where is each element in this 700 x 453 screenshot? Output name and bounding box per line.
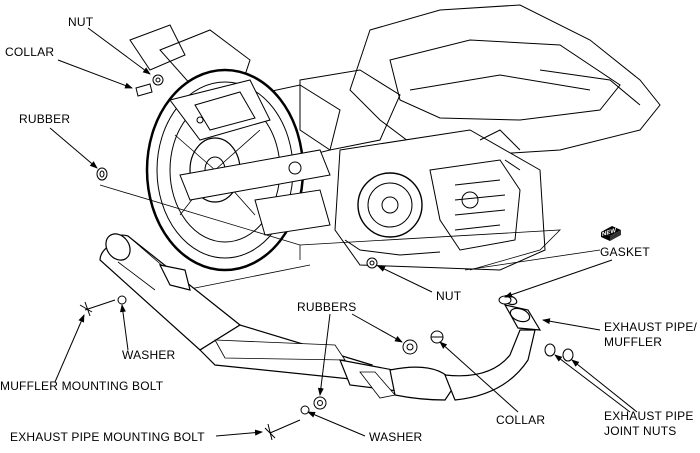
guide-lines: [99, 184, 601, 291]
engine: [334, 129, 546, 271]
new-part-badge: NEW: [600, 224, 622, 242]
swingarm: [169, 79, 331, 236]
label-joint-nuts-1: EXHAUST PIPE: [604, 409, 694, 423]
label-muffler-mounting-bolt: MUFFLER MOUNTING BOLT: [0, 379, 164, 393]
label-exhaust-pipe-mounting-bolt: EXHAUST PIPE MOUNTING BOLT: [10, 430, 205, 444]
label-collar-bottom: COLLAR: [496, 413, 546, 427]
label-nut-mid: NUT: [436, 289, 462, 303]
hardware-parts: [79, 74, 574, 441]
label-nut-top: NUT: [68, 15, 94, 29]
muffler-assembly: [99, 233, 542, 401]
label-gasket: GASKET: [600, 245, 650, 259]
label-collar-top: COLLAR: [5, 45, 55, 59]
label-exhaust-pipe-muffler-1: EXHAUST PIPE/: [604, 320, 698, 334]
leader-arrows: [49, 27, 638, 437]
label-joint-nuts-2: JOINT NUTS: [604, 424, 677, 438]
label-exhaust-pipe-muffler-2: MUFFLER: [604, 335, 663, 349]
label-rubbers: RUBBERS: [297, 300, 357, 314]
label-rubber: RUBBER: [19, 112, 71, 126]
label-washer-bottom: WASHER: [369, 430, 423, 444]
label-washer-left: WASHER: [122, 348, 176, 362]
